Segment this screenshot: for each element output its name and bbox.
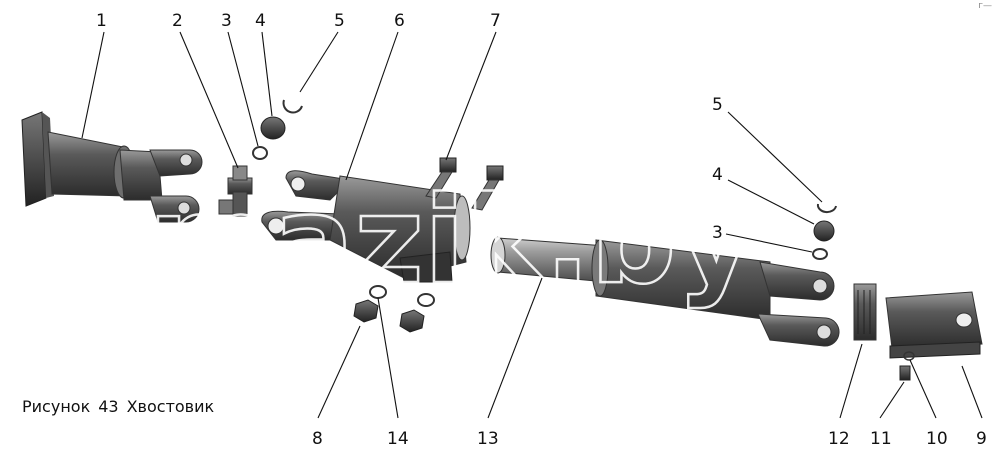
callout-13: 13 [477, 429, 499, 449]
part-4-bearing-cup-left [260, 116, 286, 140]
leader-3a [227, 31, 259, 147]
leader-2 [179, 31, 239, 169]
callout-9: 9 [976, 429, 987, 449]
caption-number: 43 [98, 397, 119, 416]
part-8-nuts [353, 299, 425, 333]
part-9-clamp-housing [885, 291, 983, 359]
callout-8: 8 [312, 429, 323, 449]
part-3-washer-left [252, 146, 268, 160]
part-5-circlip-left [282, 99, 303, 114]
callout-7: 7 [490, 11, 501, 31]
callout-2: 2 [172, 11, 183, 31]
callout-4-right: 4 [712, 165, 723, 185]
callout-10: 10 [926, 429, 948, 449]
part-1-flange-shaft [21, 111, 203, 223]
leader-lines [81, 31, 983, 419]
leader-13 [487, 277, 543, 419]
leader-8 [317, 325, 361, 419]
leader-6 [345, 31, 399, 181]
part-12-spline-stub [853, 283, 877, 341]
callout-numbers: 1 2 3 4 5 6 7 5 4 3 8 14 13 12 11 10 9 [96, 11, 987, 449]
callout-4-left: 4 [255, 11, 266, 31]
leader-14 [377, 297, 399, 419]
leader-1 [81, 31, 105, 139]
leader-10 [909, 359, 937, 419]
leader-4b [727, 179, 815, 225]
callout-14: 14 [387, 429, 409, 449]
leader-11 [879, 381, 905, 419]
leader-12 [839, 343, 863, 419]
callout-1: 1 [96, 11, 107, 31]
callout-12: 12 [828, 429, 850, 449]
part-7-bolts [425, 157, 504, 211]
leader-9 [961, 365, 983, 419]
caption-title: Хвостовик [126, 397, 215, 416]
watermark-text: mazik.by [148, 172, 755, 311]
callout-3-left: 3 [221, 11, 232, 31]
leader-5a [299, 31, 339, 93]
leader-3b [725, 233, 813, 253]
part-11-screw [899, 365, 911, 381]
callout-6: 6 [394, 11, 405, 31]
part-6-fork-housing [261, 170, 471, 283]
corner-mark: г— [978, 1, 992, 11]
callout-5-left: 5 [334, 11, 345, 31]
part-4-bearing-cup-right [813, 220, 835, 242]
caption-prefix: Рисунок [22, 397, 91, 416]
part-3-washer-right [812, 248, 828, 260]
callout-5-right: 5 [712, 95, 723, 115]
callout-11: 11 [870, 429, 892, 449]
part-13-telescopic-shaft [490, 236, 840, 347]
part-5-circlip-right [816, 203, 837, 214]
part-2-spider-cross [218, 165, 253, 217]
callout-3-right: 3 [712, 223, 723, 243]
leader-7 [445, 31, 497, 161]
leader-5b [727, 111, 823, 203]
leader-4a [261, 31, 273, 117]
figure-caption: Рисунок 43 Хвостовик [22, 397, 222, 416]
part-10-washer [903, 351, 915, 361]
